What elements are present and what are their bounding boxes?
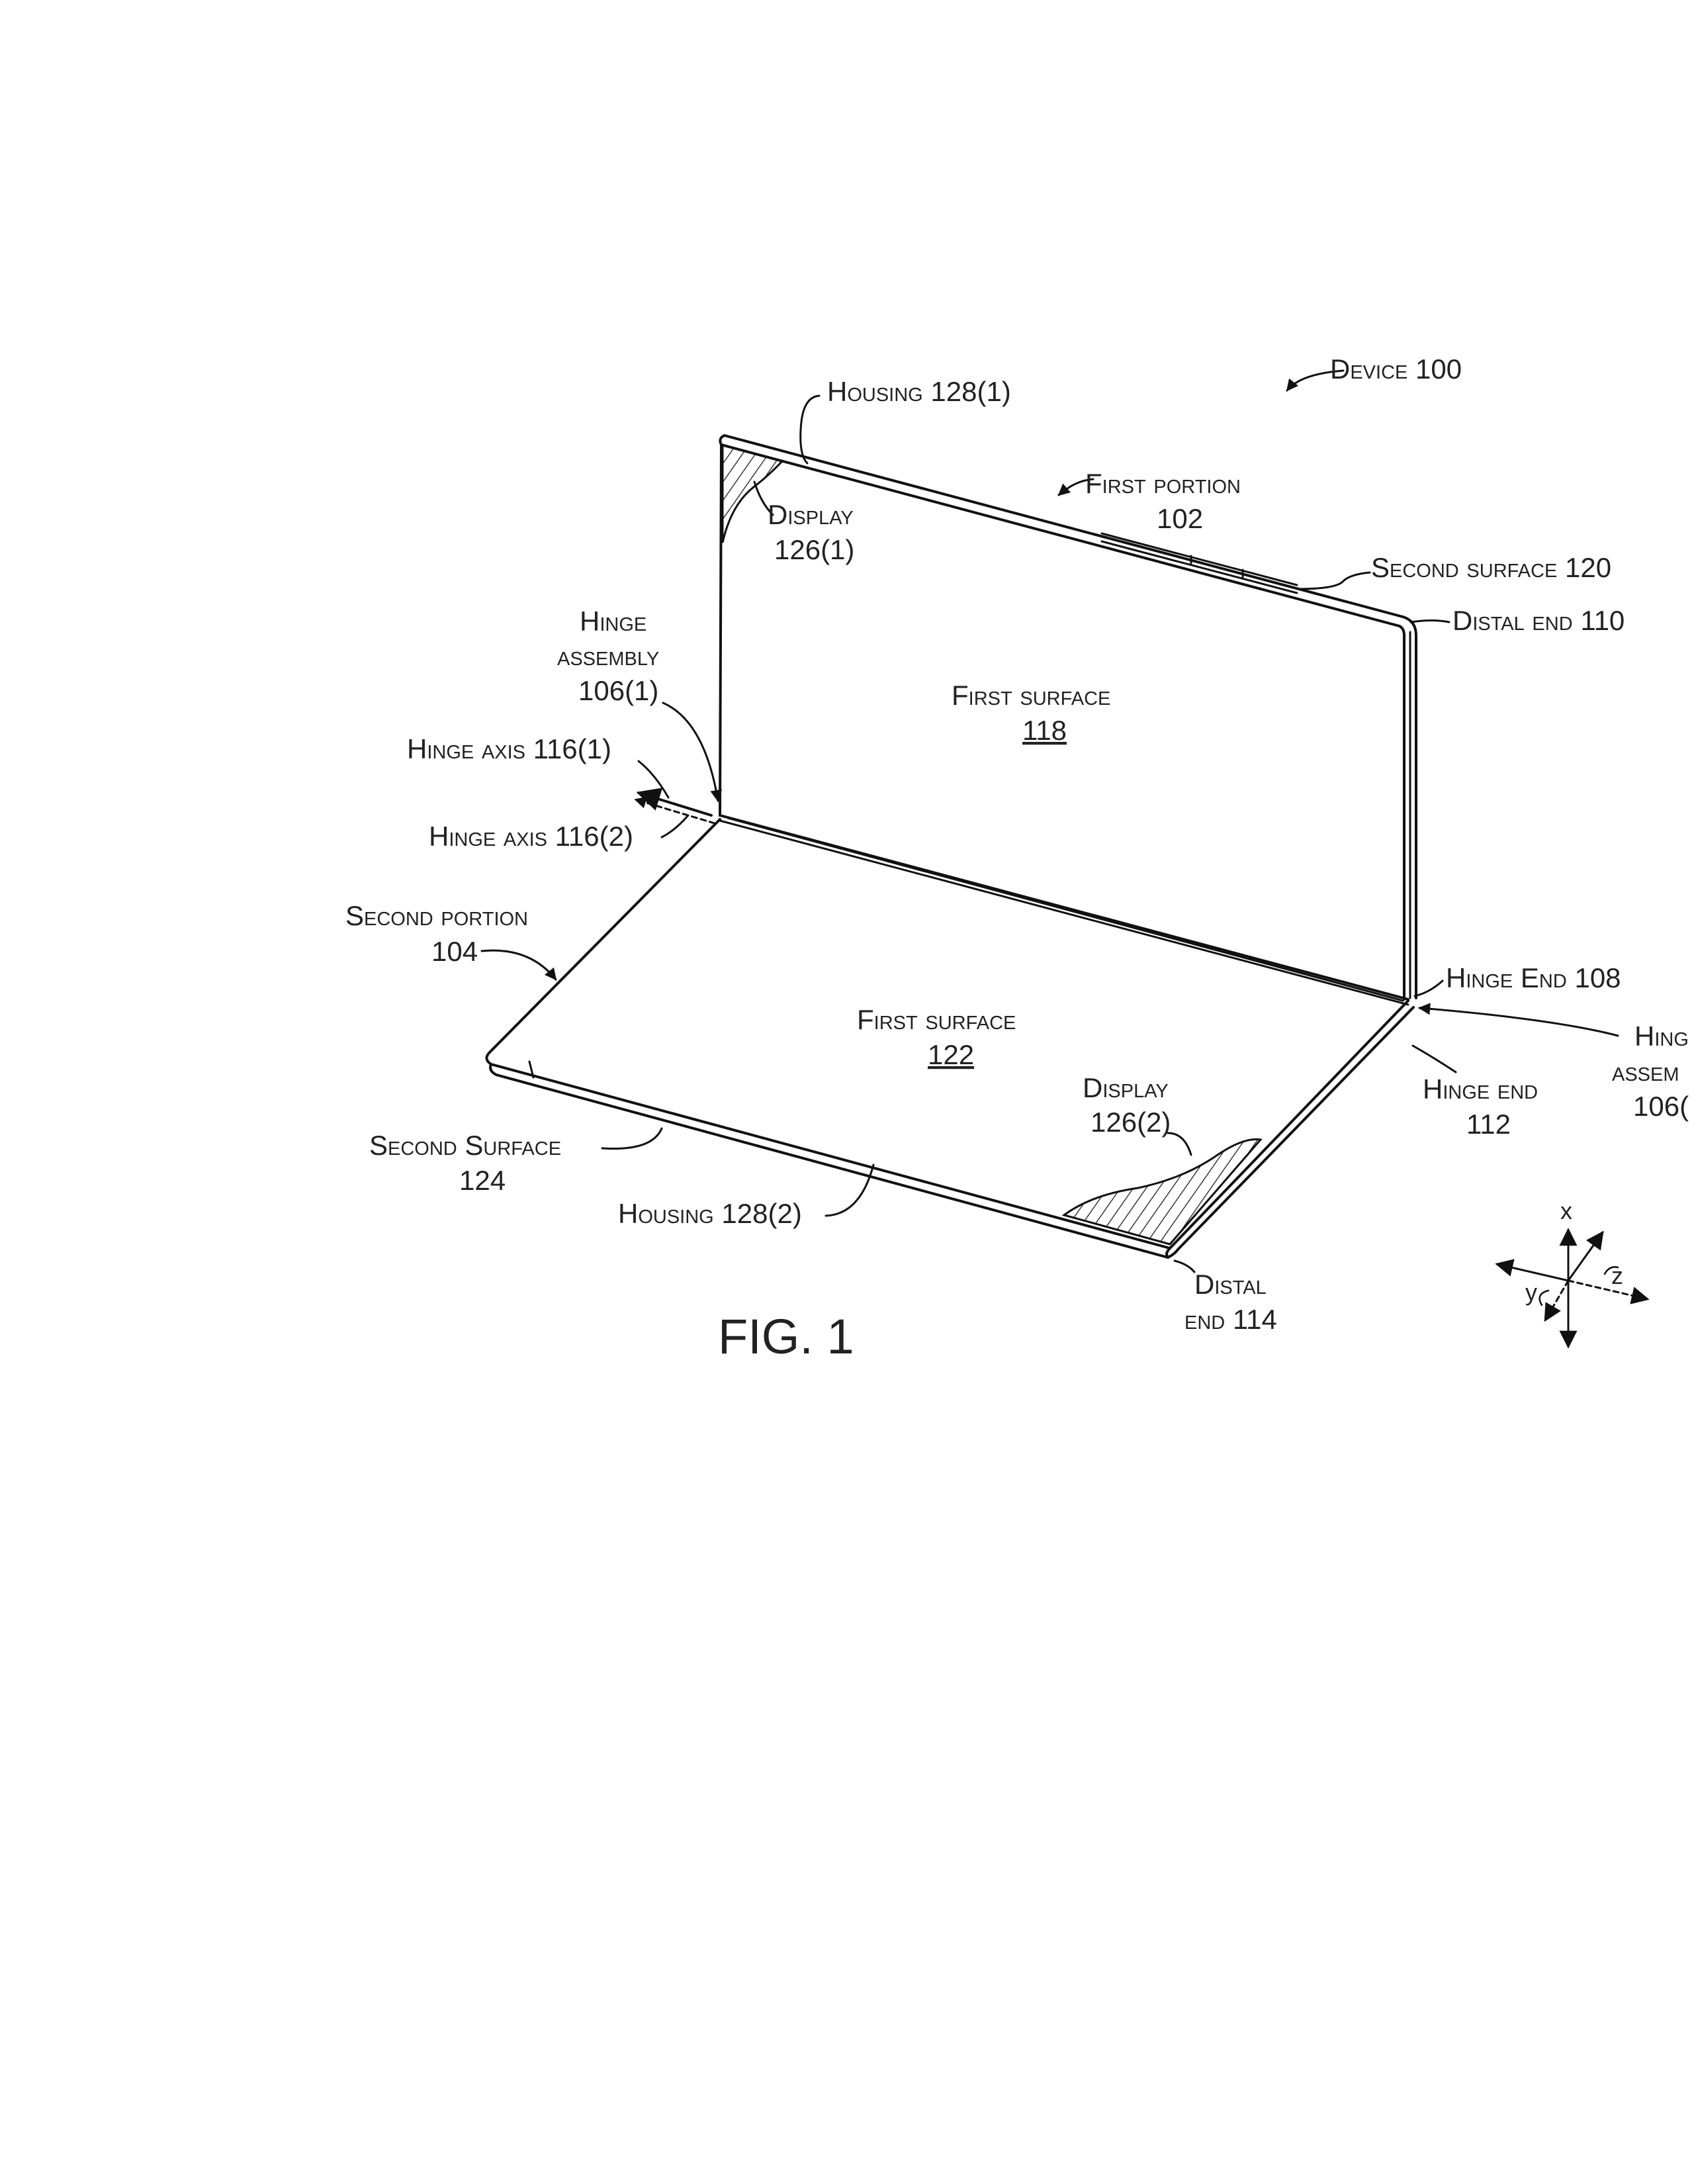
label-hinge-assembly-1b: assembly: [557, 640, 659, 671]
label-first-surface-122: First surface: [857, 1004, 1016, 1035]
label-display-1: Display: [768, 499, 854, 530]
axis-x-label: x: [1560, 1197, 1572, 1224]
label-second-surface-124: Second Surface: [369, 1130, 561, 1161]
label-hinge-end-112-num: 112: [1466, 1109, 1511, 1140]
label-first-portion-num: 102: [1157, 503, 1203, 534]
label-hinge-assembly-1a: Hinge: [580, 606, 646, 637]
label-hinge-assembly-1-num: 106(1): [578, 675, 658, 706]
axis-y-label: y: [1525, 1279, 1537, 1306]
label-display-2-num: 126(2): [1091, 1107, 1171, 1138]
label-hinge-axis-2: Hinge axis 116(2): [429, 821, 633, 852]
label-hinge-end-112: Hinge end: [1423, 1073, 1538, 1105]
label-first-surface-122-num: 122: [928, 1039, 974, 1070]
figure-caption: FIG. 1: [718, 1309, 854, 1364]
label-second-portion: Second portion: [345, 900, 528, 931]
label-hinge-assembly-2-num: 106(: [1633, 1091, 1689, 1122]
label-first-portion: First portion: [1085, 468, 1241, 499]
label-second-surface-124-num: 124: [459, 1165, 506, 1196]
label-device: Device 100: [1330, 353, 1462, 385]
label-display-1-num: 126(1): [774, 534, 854, 565]
second-portion: [486, 819, 1413, 1257]
label-housing-2: Housing 128(2): [618, 1198, 802, 1229]
label-second-portion-num: 104: [431, 936, 478, 967]
axis-z-label: z: [1611, 1262, 1623, 1289]
label-display-2: Display: [1083, 1072, 1169, 1103]
labels: Device 100 Housing 128(1) First portion …: [345, 353, 1689, 1364]
label-second-surface-120: Second surface 120: [1371, 552, 1611, 583]
label-hinge-axis-1: Hinge axis 116(1): [407, 733, 611, 764]
label-hinge-assembly-2a: Hing: [1634, 1021, 1689, 1052]
label-first-surface-118: First surface: [952, 680, 1110, 711]
hinge-axis-arrows: [635, 793, 715, 823]
label-housing-1: Housing 128(1): [827, 376, 1011, 407]
coordinate-axes: [1497, 1230, 1648, 1347]
label-hinge-end-108: Hinge End 108: [1446, 962, 1621, 993]
hinge-line: [720, 815, 1408, 1005]
label-hinge-assembly-2b: assem: [1612, 1056, 1679, 1087]
label-distal-end-114b: end 114: [1184, 1304, 1277, 1335]
label-distal-end-114a: Distal: [1194, 1269, 1267, 1300]
label-first-surface-118-num: 118: [1022, 715, 1067, 746]
label-distal-end-110: Distal end 110: [1452, 605, 1625, 636]
leader-lines: [482, 371, 1618, 1272]
